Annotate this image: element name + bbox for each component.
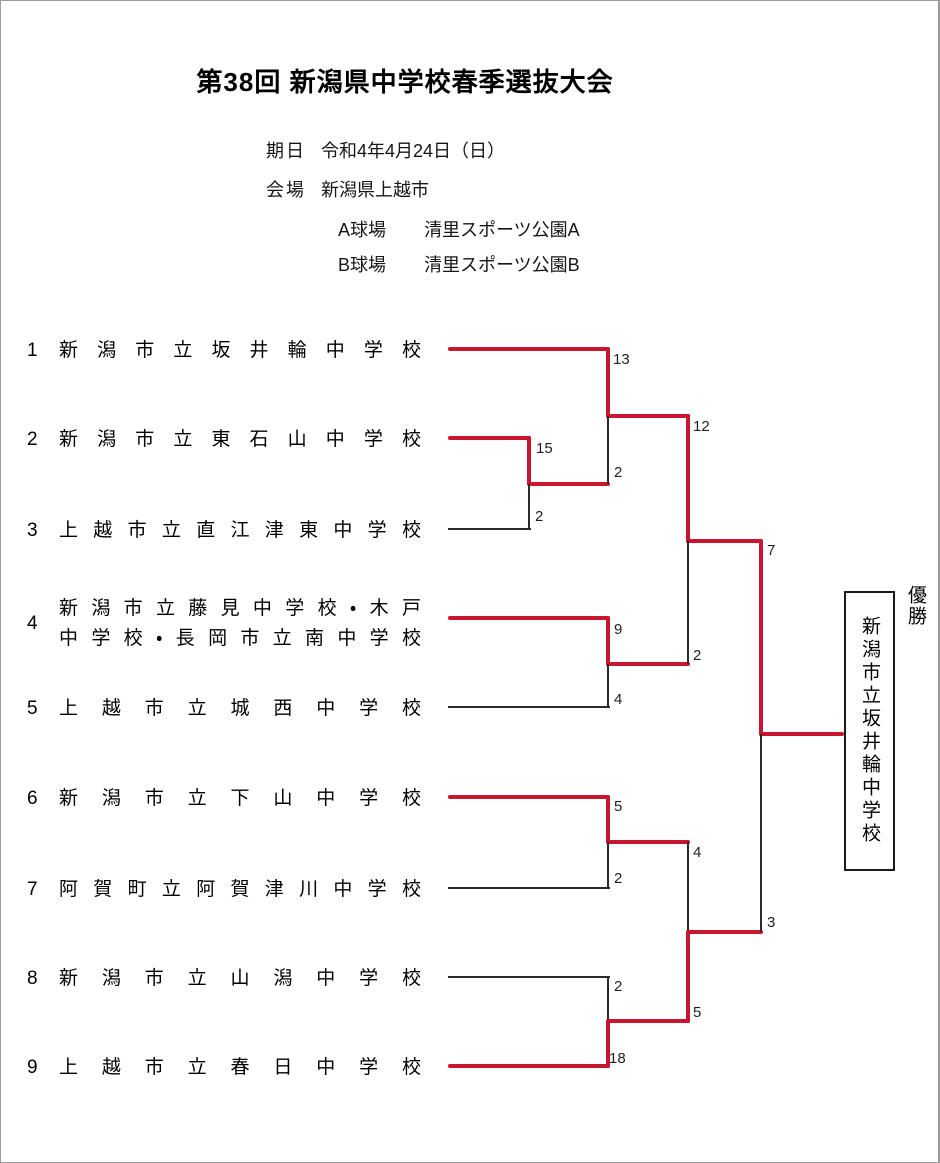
score-label: 18 [609, 1050, 626, 1067]
bracket-line-team5 [448, 706, 610, 708]
bracket-line-qf-winner [606, 414, 690, 418]
score-label: 4 [693, 844, 702, 861]
bracket-join-final-bottom [760, 734, 762, 932]
team-name: 新潟市立坂井輪中学校 [59, 340, 421, 361]
team-seed: 2 [27, 429, 38, 450]
team-row-5: 5 上越市立城西中学校 [27, 694, 421, 724]
score-label: 5 [614, 798, 623, 815]
bracket-line-game4-winner [606, 1019, 690, 1023]
team-seed: 6 [27, 788, 38, 809]
team-name: 新潟市立山潟中学校 [59, 968, 421, 989]
bracket-join-game4-bottom [606, 1019, 610, 1068]
score-label: 7 [767, 542, 776, 559]
bracket-join-semi-lower-top [687, 842, 689, 932]
date-value: 令和4年4月24日（日） [321, 141, 506, 161]
team-name: 新潟市立下山中学校 [59, 788, 421, 809]
field-a-name: A球場 [338, 220, 387, 240]
team-seed: 9 [27, 1057, 38, 1078]
info-venue-row: 会場 新潟県上越市 [266, 176, 429, 202]
team-seed: 5 [27, 698, 38, 719]
bracket-join-semi-upper-bottom [687, 541, 689, 664]
bracket-join-game3-top [606, 795, 610, 844]
bracket-join-qf-bottom [607, 416, 609, 484]
team-row-6: 6 新潟市立下山中学校 [27, 784, 421, 814]
score-label: 2 [693, 647, 702, 664]
bracket-join-game1-top [527, 436, 531, 486]
bracket-join-final-top [759, 539, 763, 736]
bracket-line-game2-winner [606, 662, 690, 666]
bracket-line-team9 [448, 1064, 610, 1068]
score-label: 2 [614, 464, 623, 481]
info-field-a-row: A球場 清里スポーツ公園A [338, 216, 580, 242]
bracket-join-game2-bottom [607, 664, 609, 707]
bracket-join-game3-bottom [607, 842, 609, 888]
champion-box: 新潟市立坂井輪中学校 [844, 591, 895, 871]
page-title: 第38回 新潟県中学校春季選抜大会 [196, 67, 614, 98]
info-field-b-row: B球場 清里スポーツ公園B [338, 251, 580, 277]
team-seed: 4 [27, 613, 38, 634]
bracket-join-qf-top [606, 347, 610, 418]
bracket-join-game1-bottom [528, 484, 530, 529]
date-label: 期日 [266, 141, 306, 161]
bracket-line-team8 [448, 976, 610, 978]
score-label: 9 [614, 621, 623, 638]
team-seed: 3 [27, 520, 38, 541]
venue-label: 会場 [266, 180, 306, 200]
team-row-9: 9 上越市立春日中学校 [27, 1053, 421, 1083]
score-label: 12 [693, 418, 710, 435]
bracket-line-semi-lower-winner [686, 930, 763, 934]
champion-label: 優勝 [905, 585, 926, 627]
score-label: 2 [614, 978, 623, 995]
team-seed: 8 [27, 968, 38, 989]
bracket-line-team3 [448, 528, 531, 530]
team-row-2: 2 新潟市立東石山中学校 [27, 425, 421, 455]
team-row-7: 7 阿賀町立阿賀津川中学校 [27, 875, 421, 905]
team-name: 上越市立春日中学校 [59, 1057, 421, 1078]
bracket-join-semi-lower-bottom [686, 930, 690, 1023]
bracket-line-team6 [448, 795, 610, 799]
bracket-line-team1 [448, 347, 610, 351]
info-date-row: 期日 令和4年4月24日（日） [266, 137, 505, 163]
score-label: 3 [767, 914, 776, 931]
bracket-line-semi-upper-winner [686, 539, 763, 543]
score-label: 15 [536, 440, 553, 457]
bracket-join-semi-upper-top [686, 414, 690, 543]
team-row-4: 4 新潟市立藤見中学校・木戸中学校・長岡市立南中学校 [27, 594, 421, 654]
score-label: 4 [614, 691, 623, 708]
bracket-line-team2 [448, 436, 531, 440]
team-name: 阿賀町立阿賀津川中学校 [59, 879, 421, 900]
team-row-1: 1 新潟市立坂井輪中学校 [27, 336, 421, 366]
bracket-line-team7 [448, 887, 610, 889]
bracket-line-champion [759, 732, 844, 736]
bracket-join-game2-top [606, 616, 610, 666]
field-a-place: 清里スポーツ公園A [424, 220, 580, 240]
bracket-line-game1-winner [529, 482, 610, 486]
team-name: 新潟市立東石山中学校 [59, 429, 421, 450]
bracket-join-game4-top [607, 977, 609, 1021]
team-name: 上越市立城西中学校 [59, 698, 421, 719]
bracket-line-team4 [448, 616, 610, 620]
team-name: 上越市立直江津東中学校 [59, 520, 421, 541]
score-label: 2 [614, 870, 623, 887]
team-row-3: 3 上越市立直江津東中学校 [27, 516, 421, 546]
team-seed: 1 [27, 340, 38, 361]
team-row-8: 8 新潟市立山潟中学校 [27, 964, 421, 994]
venue-value: 新潟県上越市 [321, 180, 429, 200]
field-b-name: B球場 [338, 255, 387, 275]
champion-name: 新潟市立坂井輪中学校 [859, 616, 880, 846]
team-seed: 7 [27, 879, 38, 900]
score-label: 2 [535, 508, 544, 525]
field-b-place: 清里スポーツ公園B [424, 255, 580, 275]
score-label: 5 [693, 1004, 702, 1021]
bracket-line-game3-winner [606, 840, 690, 844]
score-label: 13 [613, 351, 630, 368]
team-name: 新潟市立藤見中学校・木戸中学校・長岡市立南中学校 [59, 598, 421, 649]
